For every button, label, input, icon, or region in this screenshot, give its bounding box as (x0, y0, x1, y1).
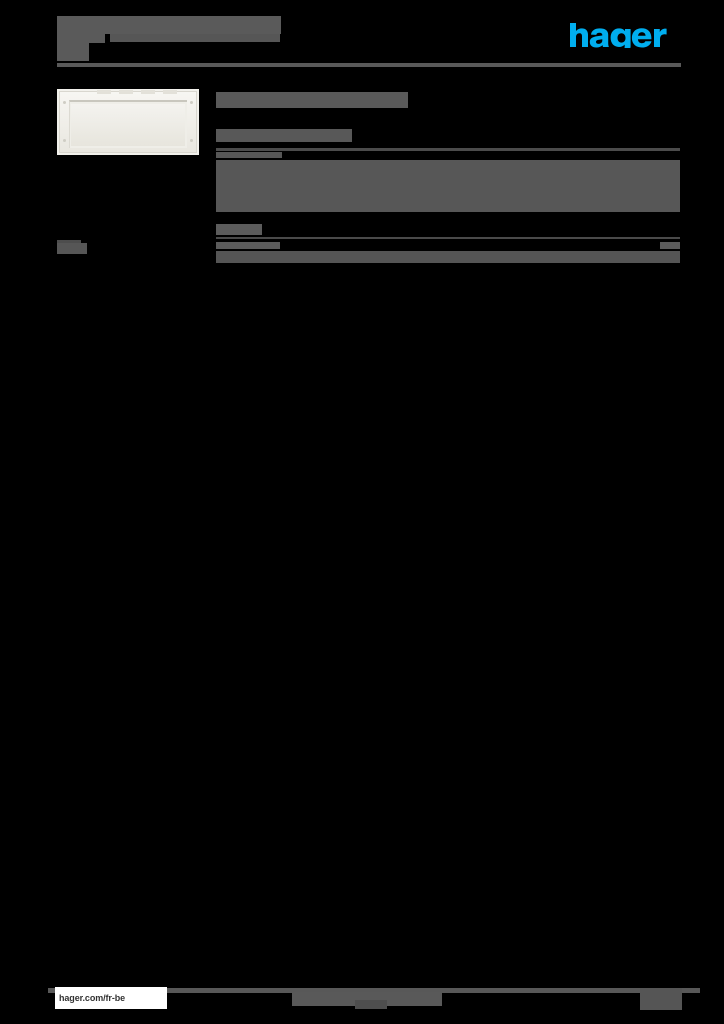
section2-row-label-redacted: █████ (216, 242, 280, 249)
section2-row-value-redacted: ██ (660, 242, 680, 249)
header-divider (57, 63, 681, 67)
footer-center-redacted: ████████████ (292, 992, 442, 1006)
product-panel-face (71, 104, 185, 146)
spec-table-redacted: ████████████████████████████████████████ (216, 160, 680, 212)
footer-url-box[interactable]: hager.com/fr-be (55, 987, 167, 1009)
product-screw (190, 139, 193, 142)
product-tab (141, 90, 155, 94)
footer-center-secondary-redacted (355, 1000, 387, 1009)
product-tab (163, 90, 177, 94)
header-subtitle-redacted: ██████████████ (110, 34, 280, 42)
section2-body-redacted: ████████████████████████████████████████ (216, 251, 680, 263)
table-column-label-redacted: █████ (216, 152, 282, 158)
product-screw (63, 139, 66, 142)
footer-divider (48, 988, 700, 993)
left-column-label-underline (57, 240, 81, 243)
header-left-block-redacted (57, 43, 89, 61)
product-screw (190, 101, 193, 104)
product-tab (119, 90, 133, 94)
page-footer: ████████████ ███ (0, 960, 724, 1024)
footer-url-text: hager.com/fr-be (59, 993, 126, 1003)
hager-logo-wordmark (570, 23, 667, 48)
section2-heading-redacted: ████ (216, 224, 262, 235)
section-heading-divider (216, 148, 680, 151)
product-photo (57, 89, 199, 155)
product-tab (97, 90, 111, 94)
product-screw (63, 101, 66, 104)
hager-logo (568, 22, 680, 50)
product-title-redacted: ████████████████ (216, 92, 408, 108)
left-column-label-redacted: ███ (57, 243, 87, 254)
header-title-redacted: ████████████████████ (57, 16, 281, 34)
section-heading-redacted: ███████████ (216, 129, 352, 142)
section2-divider (216, 237, 680, 239)
footer-page-number-redacted: ███ (640, 988, 682, 1010)
header-title-second-line-redacted (57, 34, 105, 43)
page-header: ████████████████████ ██████████████ (0, 0, 724, 70)
